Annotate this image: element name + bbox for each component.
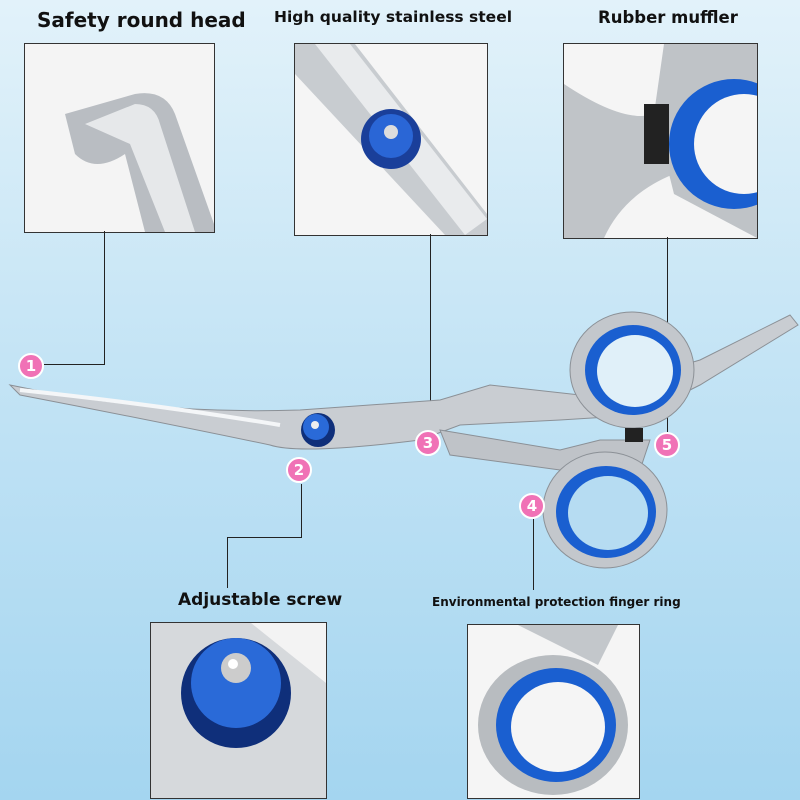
- badge-2: 2: [286, 457, 312, 483]
- badge-4: 4: [519, 493, 545, 519]
- label-rubber-muffler: Rubber muffler: [598, 8, 738, 27]
- detail-round-head-image: [24, 43, 215, 233]
- detail-finger-ring-image: [467, 624, 640, 799]
- detail-rubber-muffler-image: [563, 43, 758, 239]
- badge-1: 1: [18, 353, 44, 379]
- leader-line-1b: [44, 364, 105, 365]
- label-adjustable-screw: Adjustable screw: [178, 590, 343, 610]
- label-finger-ring: Environmental protection finger ring: [432, 595, 681, 609]
- detail-stainless-steel-image: [294, 43, 488, 236]
- leader-line-2c: [227, 537, 228, 588]
- label-stainless-steel: High quality stainless steel: [274, 8, 513, 26]
- scissors-image: [8, 311, 799, 569]
- badge-5: 5: [654, 432, 680, 458]
- leader-line-1: [104, 231, 105, 364]
- leader-line-3: [430, 234, 431, 430]
- leader-line-2: [301, 484, 302, 537]
- badge-3: 3: [415, 430, 441, 456]
- detail-adjustable-screw-image: [150, 622, 327, 799]
- leader-line-2b: [227, 537, 302, 538]
- label-safety-round-head: Safety round head: [37, 8, 246, 32]
- leader-line-4: [533, 519, 534, 590]
